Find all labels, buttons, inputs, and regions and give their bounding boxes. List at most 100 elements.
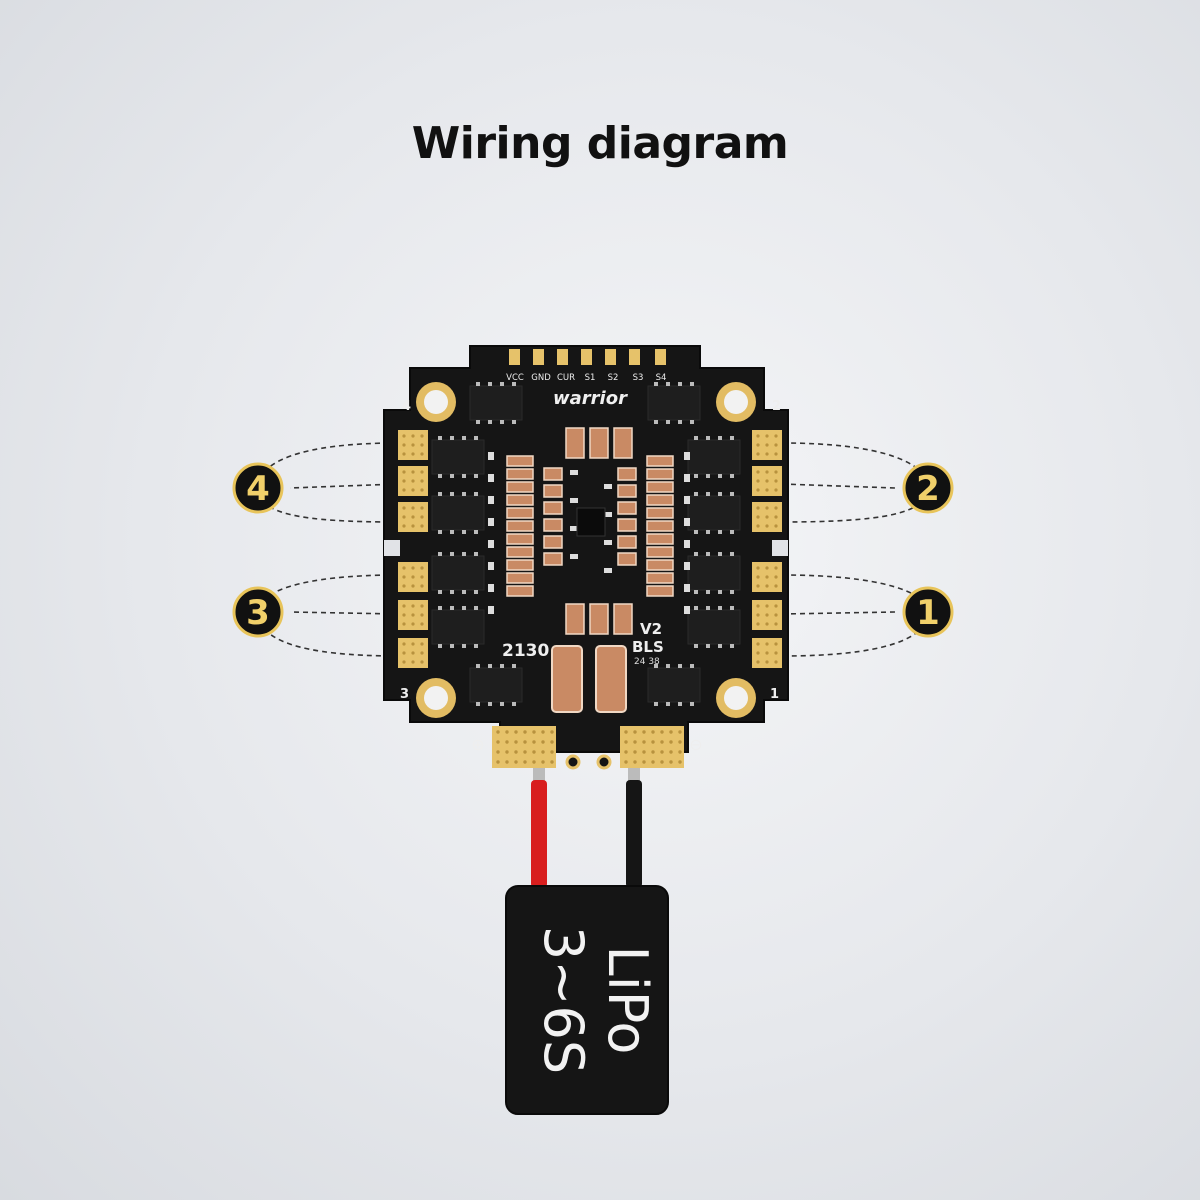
smd-capacitor bbox=[543, 518, 563, 532]
mount-hole-br bbox=[716, 678, 756, 718]
motor-label-2: 2 bbox=[916, 469, 940, 509]
smd-capacitor bbox=[613, 603, 633, 635]
mosfet bbox=[469, 667, 523, 703]
motor-badge-3: 3 bbox=[232, 586, 284, 638]
signal-pad bbox=[509, 349, 520, 365]
signal-pad-label: S4 bbox=[656, 373, 667, 383]
model-text: 2130 bbox=[502, 641, 549, 661]
smd-capacitor bbox=[506, 507, 534, 519]
motor-label-4: 4 bbox=[246, 469, 270, 509]
mosfet-array bbox=[431, 382, 741, 706]
smd-capacitor bbox=[543, 552, 563, 566]
code-text: 24 38 bbox=[634, 657, 660, 667]
smd-capacitor bbox=[646, 559, 674, 571]
motor-label-1: 1 bbox=[916, 593, 940, 633]
signal-pad-label: S1 bbox=[585, 373, 596, 383]
signal-pad bbox=[533, 349, 544, 365]
minus-symbol: ⊖ bbox=[689, 735, 702, 754]
smd-capacitor bbox=[506, 559, 534, 571]
mosfet bbox=[431, 439, 485, 475]
mosfet bbox=[647, 667, 701, 703]
smd-capacitor bbox=[543, 501, 563, 515]
mosfet bbox=[687, 495, 741, 531]
lipo-battery: LiPo 3~6S bbox=[505, 885, 669, 1115]
smd-capacitor bbox=[589, 603, 609, 635]
smd-capacitor bbox=[646, 455, 674, 467]
smd-capacitor bbox=[646, 585, 674, 597]
smd-capacitor bbox=[543, 535, 563, 549]
corner-label-3: 3 bbox=[400, 687, 409, 702]
red-wire bbox=[531, 780, 547, 888]
version-text: V2 bbox=[640, 620, 662, 638]
smd-capacitor bbox=[646, 533, 674, 545]
page-title: Wiring diagram bbox=[411, 118, 789, 169]
mosfet bbox=[687, 555, 741, 591]
bulk-capacitor-2 bbox=[595, 645, 627, 713]
smd-capacitor bbox=[617, 535, 637, 549]
smd-capacitor bbox=[617, 501, 637, 515]
mcu-chip bbox=[576, 507, 606, 537]
mount-hole-tr bbox=[716, 382, 756, 422]
loop-motor-2-mid bbox=[781, 483, 896, 489]
signal-pad bbox=[655, 349, 666, 365]
corner-label-1: 1 bbox=[770, 687, 779, 702]
battery-wires bbox=[531, 768, 642, 888]
smd-capacitor bbox=[589, 427, 609, 459]
smd-capacitor bbox=[506, 468, 534, 480]
motor-badge-4: 4 bbox=[232, 462, 284, 514]
mosfet bbox=[647, 385, 701, 421]
smd-capacitor bbox=[506, 572, 534, 584]
capacitor-array bbox=[488, 427, 690, 635]
mosfet bbox=[431, 495, 485, 531]
loop-motor-1-mid bbox=[781, 611, 896, 615]
smd-capacitor bbox=[565, 427, 585, 459]
smd-capacitor bbox=[506, 520, 534, 532]
smd-capacitor bbox=[617, 484, 637, 498]
loop-motor-3-mid bbox=[289, 611, 399, 615]
smd-capacitor bbox=[617, 518, 637, 532]
mount-hole-bl bbox=[416, 678, 456, 718]
smd-capacitor bbox=[617, 467, 637, 481]
smd-capacitor bbox=[646, 572, 674, 584]
mosfet bbox=[687, 439, 741, 475]
loop-motor-4-mid bbox=[289, 483, 399, 489]
corner-label-2: 2 bbox=[772, 399, 781, 414]
smd-capacitor bbox=[506, 494, 534, 506]
signal-pad-label: S2 bbox=[608, 373, 619, 383]
battery-cells-text: 3~6S bbox=[532, 926, 595, 1074]
signal-pad bbox=[629, 349, 640, 365]
smd-capacitor bbox=[543, 467, 563, 481]
motor-badge-1: 1 bbox=[902, 586, 954, 638]
battery-type-text: LiPo bbox=[596, 946, 659, 1055]
smd-capacitor bbox=[646, 546, 674, 558]
signal-pad bbox=[605, 349, 616, 365]
smd-capacitor bbox=[613, 427, 633, 459]
motor-pads bbox=[398, 430, 782, 668]
smd-capacitor bbox=[617, 552, 637, 566]
smd-capacitor bbox=[646, 468, 674, 480]
mosfet bbox=[431, 555, 485, 591]
motor-badge-2: 2 bbox=[902, 462, 954, 514]
signal-pads bbox=[509, 349, 666, 365]
smd-capacitor bbox=[506, 481, 534, 493]
plus-symbol: ⊕ bbox=[471, 735, 484, 754]
smd-capacitor bbox=[565, 603, 585, 635]
motor-label-3: 3 bbox=[246, 593, 270, 633]
mount-hole-tl bbox=[416, 382, 456, 422]
smd-capacitor bbox=[646, 507, 674, 519]
mosfet bbox=[431, 609, 485, 645]
loop-motor-3 bbox=[257, 574, 399, 657]
signal-pad-label: S3 bbox=[633, 373, 644, 383]
bulk-capacitor-1 bbox=[551, 645, 583, 713]
smd-capacitor bbox=[506, 533, 534, 545]
signal-pad-label: CUR bbox=[557, 373, 575, 383]
smd-capacitor bbox=[646, 481, 674, 493]
series-text: BLS bbox=[632, 638, 664, 656]
smd-capacitor bbox=[506, 585, 534, 597]
mosfet bbox=[687, 609, 741, 645]
smd-capacitor bbox=[646, 494, 674, 506]
mosfet bbox=[469, 385, 523, 421]
